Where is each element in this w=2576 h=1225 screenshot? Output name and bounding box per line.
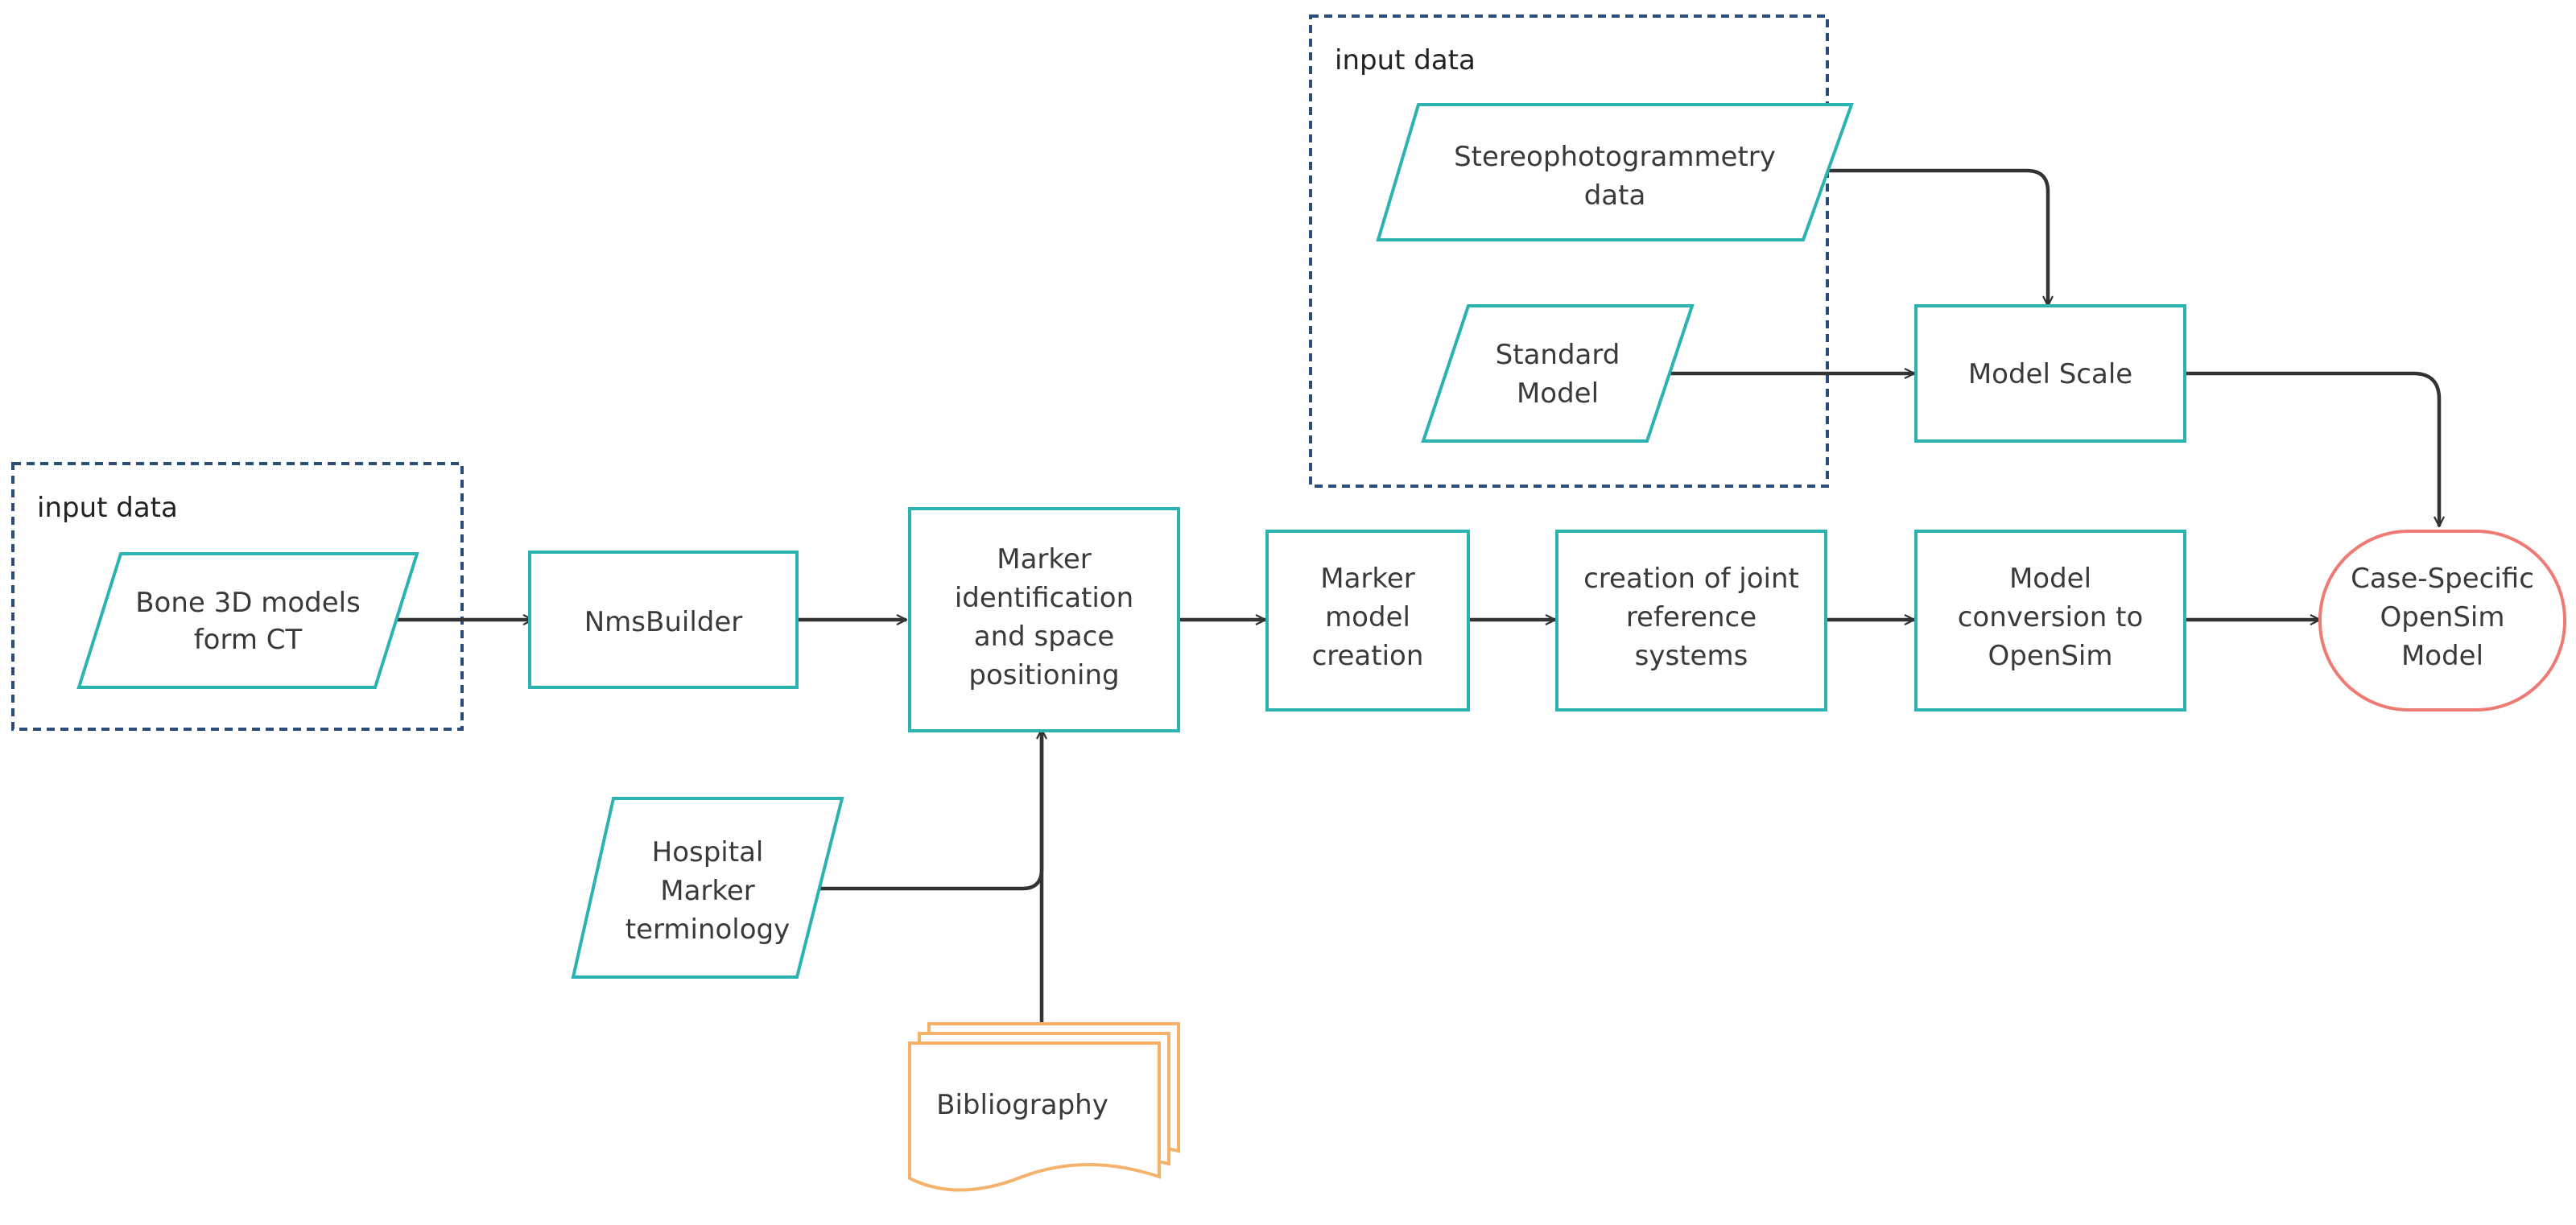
node-label: Case-Specific — [2351, 563, 2534, 595]
node-model-scale: Model Scale — [1914, 304, 2186, 443]
node-standard-model: Standard Model — [1421, 304, 1695, 443]
node-label: form CT — [194, 624, 303, 656]
node-label: model — [1325, 601, 1410, 633]
node-label: Hospital — [652, 836, 764, 868]
node-case-specific-opensim-model: Case-Specific OpenSim Model — [2318, 530, 2566, 711]
node-bibliography: Bibliography — [908, 1022, 1180, 1192]
edges — [391, 168, 2445, 1024]
node-label: systems — [1635, 640, 1748, 672]
node-label: Standard — [1496, 339, 1620, 371]
node-label: Model — [2009, 563, 2091, 595]
node-label: NmsBuilder — [584, 606, 743, 638]
edge-stereophotogrammetry-to-model-scale — [1785, 168, 2054, 307]
edge-hospital-marker-to-marker-identification — [818, 728, 1047, 891]
node-label: data — [1584, 179, 1646, 212]
node-label: creation — [1312, 640, 1424, 672]
node-nmsbuilder: NmsBuilder — [528, 551, 799, 689]
node-marker-model-creation: Marker model creation — [1265, 530, 1470, 711]
node-label: Marker — [1320, 563, 1415, 595]
node-bone-3d-models: Bone 3D models form CT — [76, 552, 419, 689]
node-label: reference — [1626, 601, 1757, 633]
group-label: input data — [37, 492, 178, 524]
input-data-group-left: input data — [11, 462, 464, 731]
node-label: OpenSim — [2380, 601, 2505, 633]
node-label: creation of joint — [1583, 563, 1799, 595]
node-stereophotogrammetry-data: Stereophotogrammetry data — [1376, 103, 1854, 241]
node-hospital-marker-terminology: Hospital Marker terminology — [571, 797, 844, 979]
node-label: terminology — [625, 914, 791, 946]
node-label: Bibliography — [936, 1089, 1108, 1121]
edge-model-scale-to-case-specific — [2183, 371, 2445, 528]
node-creation-of-joint-reference: creation of joint reference systems — [1555, 530, 1827, 711]
node-label: Bone 3D models — [135, 587, 361, 619]
node-label: Marker — [660, 875, 755, 907]
node-label: conversion to — [1958, 601, 2144, 633]
group-label: input data — [1335, 44, 1476, 76]
node-label: positioning — [968, 659, 1119, 691]
node-label: Stereophotogrammetry — [1454, 141, 1776, 173]
node-label: identification — [955, 582, 1133, 614]
node-label: Model — [2401, 640, 2483, 672]
node-label: Marker — [997, 543, 1092, 575]
node-label: Model — [1517, 377, 1599, 410]
node-label: and space — [974, 621, 1115, 653]
node-label: OpenSim — [1988, 640, 2113, 672]
node-label: Model Scale — [1968, 358, 2132, 390]
node-marker-identification: Marker identification and space position… — [908, 507, 1180, 732]
input-data-group-top: input data — [1309, 14, 1829, 488]
node-model-conversion: Model conversion to OpenSim — [1914, 530, 2186, 711]
